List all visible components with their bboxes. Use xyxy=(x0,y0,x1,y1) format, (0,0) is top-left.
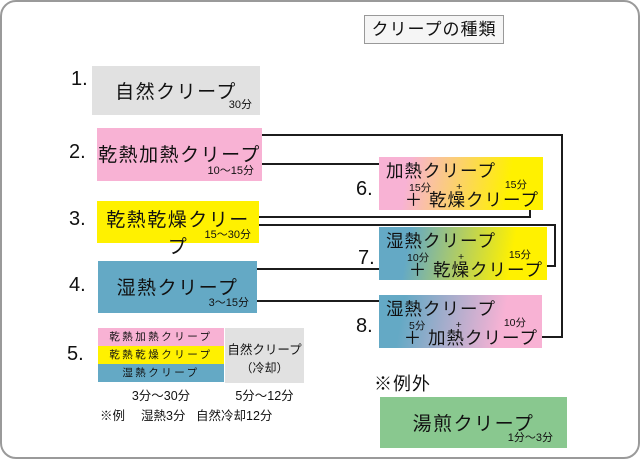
natural-creep-label: 自然クリープ xyxy=(115,82,237,103)
stack-row-dry-heat-heating: 乾熱加熱クリープ xyxy=(98,328,224,346)
dry-heat-heating-creep-label: 乾熱加熱クリープ xyxy=(98,145,261,166)
plus-icon: + xyxy=(455,319,462,331)
combo-wet-heat-plus-heating-box: 湿熱クリープ 5分 + 10分 ＋ 加熱クリープ xyxy=(379,295,542,348)
wet-heat-creep-duration: 3～15分 xyxy=(208,297,249,309)
stack-rows-duration: 3分～30分 xyxy=(131,389,191,403)
natural-creep-cooling-box: 自然クリープ （冷却） xyxy=(225,328,304,383)
item-number-7: 7. xyxy=(358,247,375,269)
combo7-line1: 湿熱クリープ xyxy=(386,231,496,251)
dry-heat-heating-creep-duration: 10～15分 xyxy=(207,165,254,177)
plus-icon: + xyxy=(457,251,465,263)
combo-heating-plus-drying-box: 加熱クリープ 15分 + 15分 ＋ 乾燥クリープ xyxy=(379,157,543,210)
connector-line xyxy=(256,268,380,270)
item-number-3: 3. xyxy=(69,208,86,230)
item-number-2: 2. xyxy=(69,141,86,163)
combo7-duration2: 15分 xyxy=(508,249,531,261)
natural-creep-duration: 30分 xyxy=(228,99,252,111)
connector-line xyxy=(260,134,563,136)
plus-icon: + xyxy=(456,181,463,193)
dry-heat-drying-creep-box: 乾熱乾燥クリープ 15～30分 xyxy=(97,201,259,258)
dry-heat-drying-creep-label: 乾熱乾燥クリープ xyxy=(106,210,250,258)
combo6-line1: 加熱クリープ xyxy=(386,161,496,181)
combo7-duration1: 10分 xyxy=(407,252,430,264)
natural-creep-cooling-sublabel: （冷却） xyxy=(240,361,289,375)
combo7-line2: ＋ 乾燥クリープ xyxy=(408,260,543,280)
dry-heat-drying-creep-duration: 15～30分 xyxy=(204,229,251,241)
combo-wet-heat-plus-drying-box: 湿熱クリープ 10分 + 15分 ＋ 乾燥クリープ xyxy=(379,227,547,280)
hot-water-bath-creep-box: 湯煎クリープ 1分～3分 xyxy=(380,397,567,448)
connector-line xyxy=(546,265,556,267)
stack-row-wet-heat: 湿熱クリープ xyxy=(98,364,224,382)
combo8-duration1: 5分 xyxy=(409,320,426,332)
connector-line xyxy=(542,336,563,338)
example-note-wet-heat: 湿熱3分 xyxy=(141,409,186,423)
item-number-1: 1. xyxy=(71,68,88,90)
connector-line xyxy=(258,224,556,226)
stack-row-dry-heat-drying: 乾熱乾燥クリープ xyxy=(98,346,224,364)
connector-line xyxy=(258,216,531,218)
connector-line xyxy=(529,209,531,218)
connector-line xyxy=(554,224,556,267)
dry-heat-heating-creep-box: 乾熱加熱クリープ 10～15分 xyxy=(97,128,262,181)
page-title: クリープの種類 xyxy=(364,15,504,44)
combo8-duration2: 10分 xyxy=(503,317,526,329)
combo6-duration2: 15分 xyxy=(504,179,527,191)
hot-water-bath-creep-label: 湯煎クリープ xyxy=(412,414,535,435)
combo8-line2: ＋ 加熱クリープ xyxy=(403,328,538,348)
item-number-4: 4. xyxy=(69,274,86,296)
exception-label: ※例外 xyxy=(374,374,431,394)
combo6-duration1: 15分 xyxy=(409,182,432,194)
example-note-cooling: 自然冷却12分 xyxy=(196,409,273,423)
wet-heat-creep-label: 湿熱クリープ xyxy=(116,278,239,299)
natural-creep-cooling-label: 自然クリープ xyxy=(227,343,302,357)
hot-water-bath-creep-duration: 1分～3分 xyxy=(507,432,553,444)
example-note-prefix: ※例 xyxy=(100,409,126,423)
connector-line xyxy=(256,300,380,302)
item-number-6: 6. xyxy=(356,178,373,200)
item-number-8: 8. xyxy=(356,315,373,337)
item-number-5: 5. xyxy=(67,343,84,365)
natural-creep-box: 自然クリープ 30分 xyxy=(92,66,260,115)
combo6-line2: ＋ 乾燥クリープ xyxy=(404,190,539,210)
wet-heat-creep-box: 湿熱クリープ 3～15分 xyxy=(98,261,257,313)
combo8-line1: 湿熱クリープ xyxy=(386,299,496,319)
connector-line xyxy=(561,134,563,338)
cooling-duration: 5分～12分 xyxy=(235,389,294,403)
connector-line xyxy=(260,163,380,165)
